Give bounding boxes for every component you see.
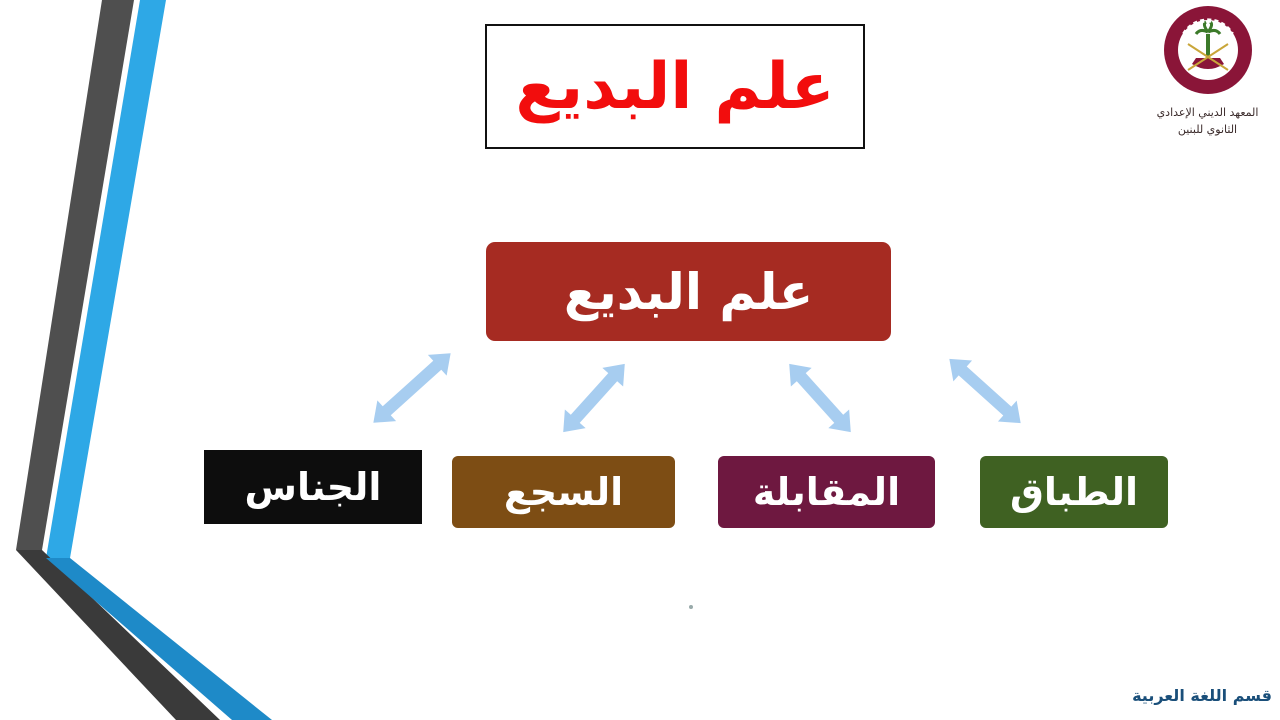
title-box: علم البديع bbox=[485, 24, 865, 149]
node-tibaq: الطباق bbox=[980, 456, 1168, 528]
node-jinas-label: الجناس bbox=[244, 465, 382, 509]
department-label: قسم اللغة العربية bbox=[1132, 686, 1272, 705]
school-name-line1: المعهد الديني الإعدادي bbox=[1156, 106, 1259, 119]
node-muqabala: المقابلة bbox=[718, 456, 935, 528]
school-name: المعهد الديني الإعدادي الثانوي للبنين bbox=[1140, 104, 1275, 138]
node-saja-label: السجع bbox=[503, 470, 624, 514]
root-node-label: علم البديع bbox=[563, 262, 814, 321]
root-node: علم البديع bbox=[486, 242, 891, 341]
node-saja: السجع bbox=[452, 456, 675, 528]
school-name-line2: الثانوي للبنين bbox=[1177, 123, 1238, 136]
node-tibaq-label: الطباق bbox=[1009, 470, 1139, 514]
slide-title: علم البديع bbox=[515, 49, 835, 124]
node-muqabala-label: المقابلة bbox=[752, 470, 901, 514]
node-jinas: الجناس bbox=[204, 450, 422, 524]
qatar-ministry-emblem bbox=[1164, 6, 1252, 94]
stray-dot bbox=[689, 605, 693, 609]
